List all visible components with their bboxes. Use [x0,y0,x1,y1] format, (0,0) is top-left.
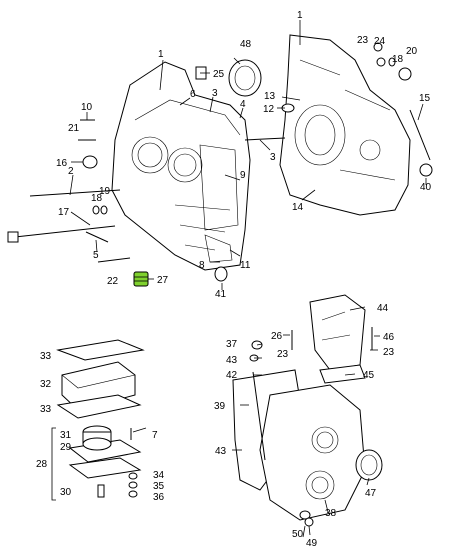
callout-23c: 23 [383,347,395,358]
callout-43b: 43 [215,446,227,457]
small-parts-right [281,42,433,177]
callout-29: 29 [60,442,72,453]
callout-32: 32 [40,379,52,390]
callout-3a: 3 [212,88,218,99]
callout-12: 12 [263,104,275,115]
callout-5: 5 [93,250,99,261]
plug-27-highlighted[interactable] [133,271,149,287]
callout-3b: 3 [270,152,276,163]
callout-33b: 33 [40,404,52,415]
callout-16: 16 [56,158,68,169]
callout-19: 19 [99,186,111,197]
callout-25: 25 [213,69,225,80]
callout-23a: 23 [357,35,369,46]
callout-14: 14 [292,202,304,213]
callout-40: 40 [420,182,432,193]
callout-36: 36 [153,492,165,503]
callout-49: 49 [306,538,318,549]
callout-38: 38 [325,508,337,519]
callout-13: 13 [264,91,276,102]
front-cover-assembly [232,294,383,527]
callout-46: 46 [383,332,395,343]
callout-1b: 1 [297,10,303,21]
leader-lines [69,20,427,538]
callout-41: 41 [215,289,227,300]
callout-23b: 23 [277,349,289,360]
callout-10: 10 [81,102,93,113]
seal-48 [228,59,262,97]
callout-6: 6 [190,89,196,100]
callout-20: 20 [406,46,418,57]
callout-50: 50 [292,529,304,540]
callout-37: 37 [226,339,238,350]
callout-2: 2 [68,166,74,177]
callout-9: 9 [240,170,246,181]
callout-18b: 18 [392,54,404,65]
callout-21: 21 [68,123,80,134]
callout-17: 17 [58,207,70,218]
callout-4: 4 [240,99,246,110]
cover-assembly [56,339,145,498]
callout-44: 44 [377,303,389,314]
callout-22: 22 [107,276,119,287]
callout-8: 8 [199,260,205,271]
callout-45: 45 [363,370,375,381]
bracket-28 [51,427,56,501]
crankcase-right-half [279,34,411,216]
callout-31: 31 [60,430,72,441]
callout-34: 34 [153,470,165,481]
callout-11: 11 [240,260,251,271]
callout-30: 30 [60,487,72,498]
studs-left [7,119,286,263]
callout-15: 15 [419,93,431,104]
callout-24: 24 [374,36,386,47]
callout-35: 35 [153,481,165,492]
callout-42: 42 [226,370,238,381]
callout-33a: 33 [40,351,52,362]
callout-27: 27 [157,275,169,286]
callout-26: 26 [271,331,283,342]
callout-47: 47 [365,488,377,499]
callout-28: 28 [36,459,48,470]
crankcase-left-half [111,61,251,271]
callout-18a: 18 [91,193,103,204]
callout-1a: 1 [158,49,164,60]
callout-39: 39 [214,401,226,412]
callout-labels: 1 1 2 3 3 4 5 6 7 8 9 10 11 12 13 14 15 … [36,10,432,549]
callout-48: 48 [240,39,252,50]
callout-7: 7 [152,430,158,441]
callout-43a: 43 [226,355,238,366]
